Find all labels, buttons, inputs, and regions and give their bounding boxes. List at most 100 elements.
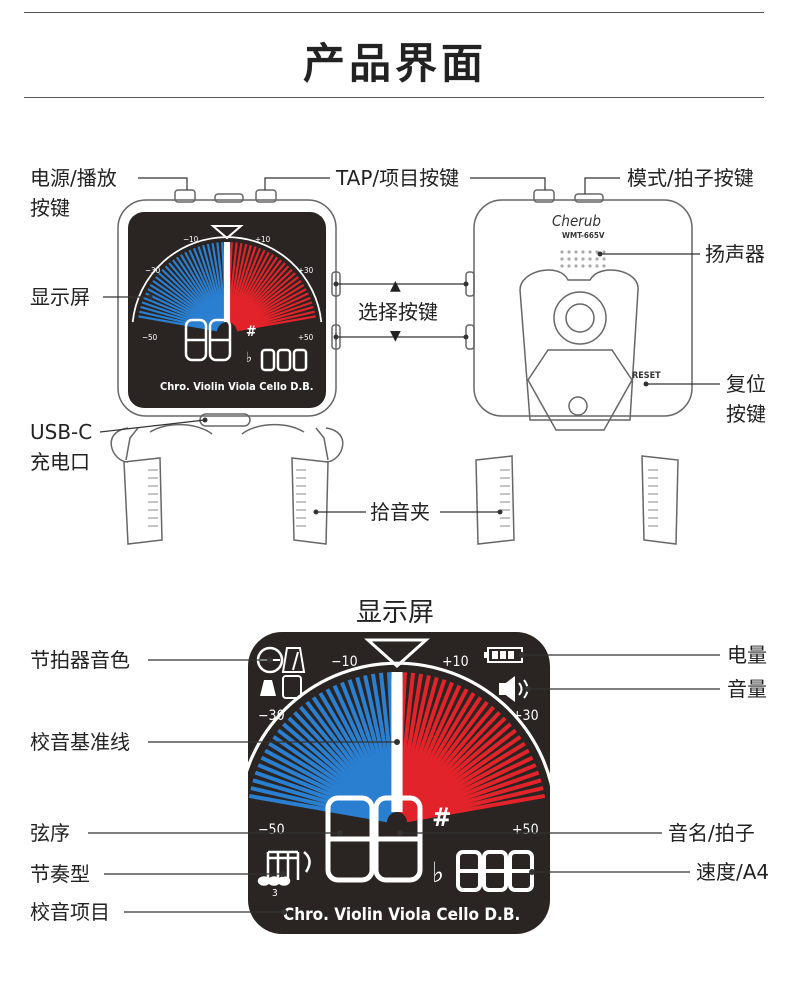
small-gauge-bar <box>230 251 270 324</box>
speaker-holes <box>560 250 606 268</box>
reset-label: RESET <box>632 371 661 381</box>
svg-text:−10: −10 <box>183 235 199 244</box>
tempo-digits <box>456 850 534 892</box>
small-gauge-bar <box>234 279 302 328</box>
small-gauge-bar <box>227 242 243 323</box>
lower-leaders <box>88 654 720 913</box>
small-gauge-bar <box>233 265 290 326</box>
small-gauge-bar <box>228 243 248 323</box>
small-gauge-bar <box>138 315 218 332</box>
speaker-hole <box>595 257 599 261</box>
svg-text:−30: −30 <box>145 266 161 275</box>
small-gauge-bar <box>234 276 299 327</box>
svg-text:−50: −50 <box>142 333 158 342</box>
small-gauge-bar <box>149 283 220 328</box>
rhythm-pattern-icon <box>257 850 311 886</box>
svg-text:+50: +50 <box>298 333 314 342</box>
small-gauge-bar <box>228 244 252 323</box>
page-title: 产品界面 <box>302 39 487 88</box>
note-beat-label: 音名/拍子 <box>668 821 755 845</box>
small-gauge-bar <box>236 315 316 332</box>
speaker-hole <box>567 250 571 254</box>
speaker-hole <box>581 264 585 268</box>
display-section-title: 显示屏 <box>355 598 434 628</box>
back-button-left <box>533 189 555 203</box>
upper-leaders <box>99 177 720 513</box>
small-gauge-bar <box>235 296 311 330</box>
small-gauge-outer-arc <box>131 236 323 323</box>
small-gauge-bar <box>235 288 307 329</box>
small-gauge-bar <box>233 268 293 326</box>
usbc-label-2: 充电口 <box>30 450 90 474</box>
small-gauge-center-line <box>223 242 231 322</box>
scale-m50: −50 <box>258 822 285 838</box>
small-gauge-bar <box>206 243 226 323</box>
small-gauge-bar <box>233 272 296 327</box>
svg-text:+30: +30 <box>298 266 314 275</box>
speaker-hole <box>574 264 578 268</box>
small-gauge-bar <box>139 310 218 331</box>
speaker-hole <box>560 250 564 254</box>
small-gauge-bar <box>152 279 220 328</box>
speaker-hole <box>602 257 606 261</box>
top-button-mid[interactable] <box>214 193 244 203</box>
scale-m10: −10 <box>331 654 358 670</box>
large-display: # ♭ 3 −10 +10 −30 +30 −50 <box>237 632 557 934</box>
front-body <box>117 199 337 417</box>
small-gauge-bar <box>236 305 314 331</box>
svg-text:#: # <box>246 324 257 340</box>
small-gauge-bar <box>180 254 223 324</box>
speaker-hole <box>560 257 564 261</box>
bell-icon <box>260 680 276 696</box>
speaker-label: 扬声器 <box>705 242 765 266</box>
top-divider <box>24 12 764 13</box>
battery-label: 电量 <box>727 643 767 667</box>
usbc-label-1: USB-C <box>30 420 93 444</box>
tempo-a4-label: 速度/A4 <box>696 860 770 884</box>
flat-sign: ♭ <box>432 856 444 889</box>
speaker-hole <box>595 250 599 254</box>
small-gauge-bar <box>229 247 262 324</box>
small-items-text: Chro. Violin Viola Cello D.B. <box>160 380 314 393</box>
speaker-hole <box>581 257 585 261</box>
small-gauge-bar <box>229 246 257 323</box>
small-gauge-bar <box>184 251 224 324</box>
down-arrow: ▼ <box>390 328 401 344</box>
small-gauge-bar <box>147 288 219 329</box>
large-gauge-bar <box>406 793 546 823</box>
power-play-label: 电源/播放 <box>30 166 117 190</box>
tap-button[interactable] <box>255 189 277 203</box>
back-device <box>465 189 693 545</box>
speaker-hole <box>581 250 585 254</box>
small-gauge-bar <box>232 262 286 326</box>
reset-label-2: 按键 <box>726 402 766 426</box>
small-gauge-bar <box>192 247 225 324</box>
svg-text:+10: +10 <box>255 235 271 244</box>
small-gauge-bar <box>232 259 282 325</box>
display-label: 显示屏 <box>30 285 90 309</box>
front-device <box>110 189 344 545</box>
small-note-digits <box>184 318 308 372</box>
scale-p50: +50 <box>512 822 539 838</box>
small-gauge-bar <box>168 262 222 326</box>
svg-text:♭: ♭ <box>246 350 252 366</box>
clip-jaw-right <box>291 457 329 545</box>
string-order-label: 弦序 <box>30 821 70 845</box>
model-label: WMT-665V <box>562 231 605 240</box>
back-clamp <box>519 269 639 421</box>
small-gauge-bar <box>161 268 221 326</box>
small-gauge-bar <box>188 249 224 324</box>
small-gauge-bar <box>235 292 309 329</box>
tuning-item-label: 校音项目 <box>30 900 110 924</box>
small-gauge-bar <box>172 259 222 325</box>
speaker-hole <box>588 257 592 261</box>
speaker-hole <box>567 257 571 261</box>
small-gauge-bar <box>164 265 221 326</box>
speaker-hole <box>560 264 564 268</box>
small-gauge-bar <box>231 254 274 324</box>
speaker-hole <box>588 250 592 254</box>
small-gauge-bar <box>230 249 266 324</box>
power-button[interactable] <box>174 189 196 203</box>
